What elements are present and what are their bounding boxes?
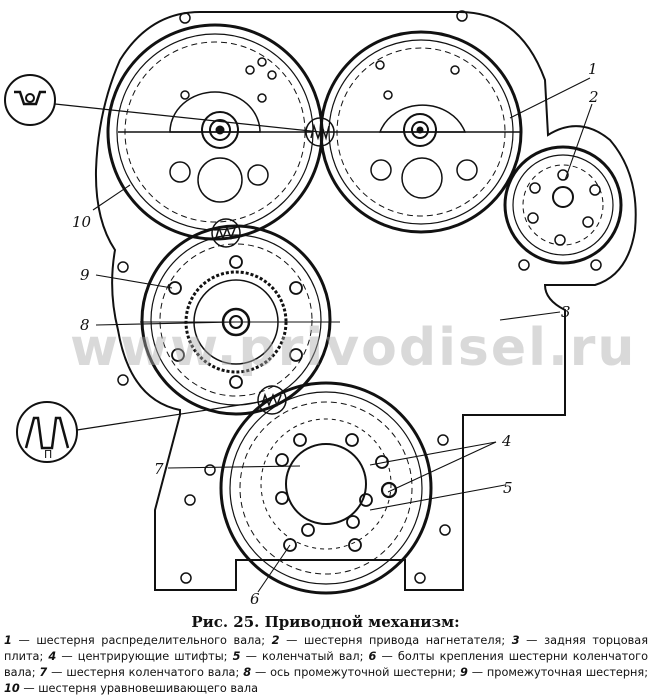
legend-item: 3 — задняя торцовая плита; [4,634,648,663]
legend-item: 10 — шестерня уравновешивающего вала [4,682,259,695]
crankshaft-gear [219,381,433,595]
figure-caption-title: Рис. 25. Приводной механизм: [191,613,460,631]
legend-item: 1 — шестерня распределительного вала; [4,634,266,647]
callout-label-10: 10 [72,213,92,231]
detail-mark-bottom-letter: П [44,448,52,461]
watermark: www.privodisel.ru [70,318,637,378]
legend-item: 5 — коленчатый вал; [232,650,364,663]
legend-item: 8 — ось промежуточной шестерни; [243,666,457,679]
legend-item: 9 — промежуточная шестерня; [459,666,649,679]
camshaft-gear [319,30,523,234]
plate-bolts [117,10,602,584]
callout-label-4: 4 [501,432,512,450]
idler-gear [140,224,340,416]
callout-label-3: 3 [561,303,571,321]
callout-label-8: 8 [80,316,90,334]
callout-label-7: 7 [154,460,164,478]
legend-item: 4 — центрирующие штифты; [48,650,228,663]
callout-leaders [92,77,593,593]
detail-bubble-bottom [16,399,273,463]
detail-bubble-top [4,74,321,133]
blower-drive-gear [503,145,623,265]
rear-end-plate-outline [94,11,637,591]
timing-mesh-mark-middle [211,218,241,248]
callout-label-2: 2 [588,88,599,106]
balancer-shaft-gear [106,23,324,241]
callout-label-1: 1 [588,60,598,78]
legend-item: 6 — болты крепления шестерни коленчатого… [4,650,649,679]
legend-item: 7 — шестерня коленчатого вала; [39,666,240,679]
legend-item: 2 — шестерня привода нагнетателя; [271,634,506,647]
callout-label-5: 5 [503,479,513,497]
callout-label-9: 9 [80,266,90,284]
drive-mechanism-drawing: П 1 2 3 4 5 6 7 8 9 10 [4,10,637,608]
callout-label-6: 6 [250,590,260,608]
figure-legend: 1 — шестерня распределительного вала; 2 … [4,633,648,697]
